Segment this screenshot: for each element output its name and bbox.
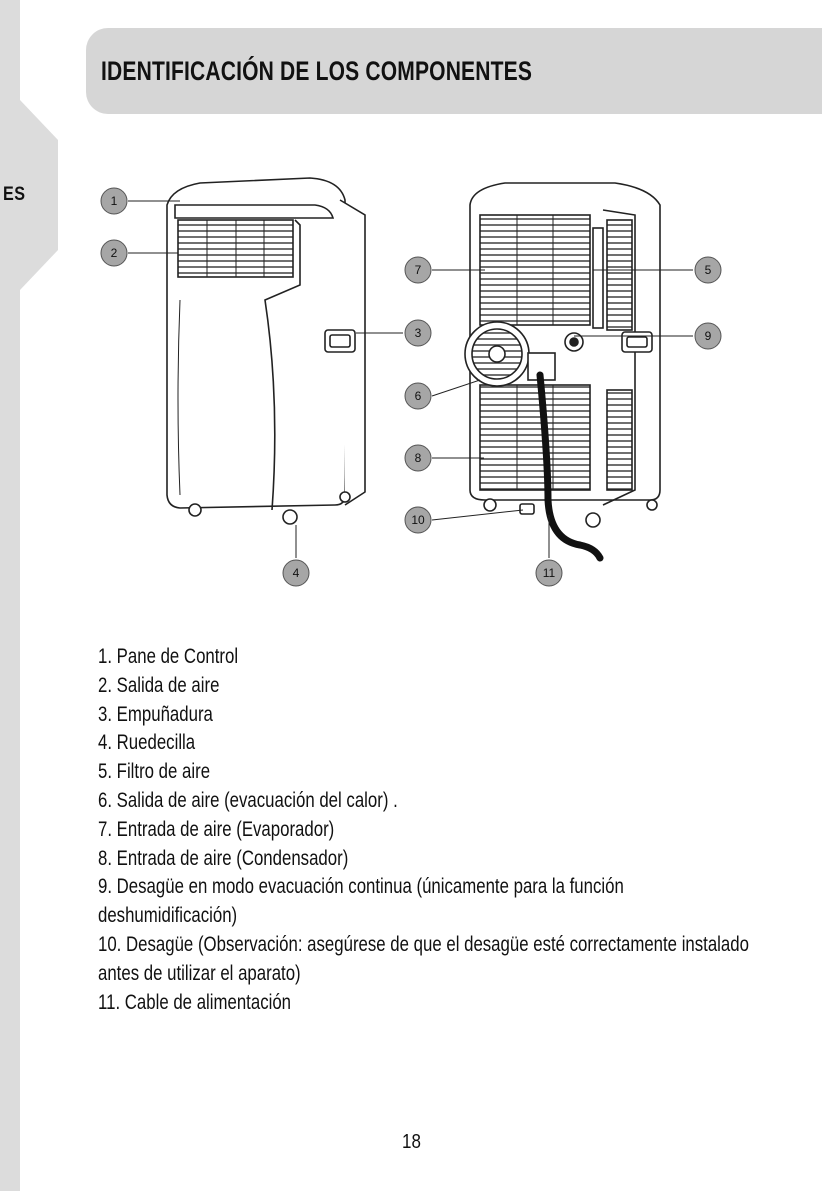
list-item: 3. Empuñadura (98, 702, 213, 726)
callout-10: 10 (404, 506, 432, 534)
list-item: 10. Desagüe (Observación: asegúrese de q… (98, 932, 749, 956)
list-item: 8. Entrada de aire (Condensador) (98, 846, 349, 870)
callout-9: 9 (694, 322, 722, 350)
svg-text:7: 7 (415, 263, 422, 277)
list-item: 2. Salida de aire (98, 673, 220, 697)
svg-text:1: 1 (111, 194, 118, 208)
side-strip (0, 0, 20, 1191)
callout-7: 7 (404, 256, 432, 284)
svg-text:5: 5 (705, 263, 712, 277)
svg-text:4: 4 (293, 566, 300, 580)
list-item: 11. Cable de alimentación (98, 990, 292, 1014)
svg-text:11: 11 (543, 566, 556, 580)
components-illustration: 1 2 3 4 5 6 7 8 9 10 11 (100, 177, 722, 587)
callout-markers: 1 2 3 4 5 6 7 8 9 10 11 (100, 187, 722, 587)
list-item: 7. Entrada de aire (Evaporador) (98, 817, 335, 841)
components-list: 1. Pane de Control 2. Salida de aire 3. … (98, 643, 798, 1017)
callout-4: 4 (282, 559, 310, 587)
callout-1: 1 (100, 187, 128, 215)
list-item: deshumidificación) (98, 904, 238, 928)
svg-text:6: 6 (415, 389, 422, 403)
language-tab (0, 100, 58, 290)
svg-text:2: 2 (111, 246, 118, 260)
list-item: antes de utilizar el aparato) (98, 961, 301, 985)
svg-text:9: 9 (705, 329, 712, 343)
callout-2: 2 (100, 239, 128, 267)
list-item: 4. Ruedecilla (98, 731, 196, 755)
language-label: ES (3, 184, 26, 205)
page-title: IDENTIFICACIÓN DE LOS COMPONENTES (101, 56, 533, 86)
callout-3: 3 (404, 319, 432, 347)
callout-11: 11 (535, 559, 563, 587)
callout-8: 8 (404, 444, 432, 472)
svg-text:8: 8 (415, 451, 422, 465)
list-item: 5. Filtro de aire (98, 760, 211, 784)
svg-text:10: 10 (411, 513, 425, 527)
callout-6: 6 (404, 382, 432, 410)
page-number: 18 (402, 1131, 421, 1153)
leader-lines (128, 200, 693, 558)
header-bar (86, 28, 822, 114)
list-item: 1. Pane de Control (98, 645, 239, 668)
callout-5: 5 (694, 256, 722, 284)
list-item: 6. Salida de aire (evacuación del calor)… (98, 788, 398, 812)
front-unit (166, 177, 366, 525)
svg-text:3: 3 (415, 326, 422, 340)
list-item: 9. Desagüe en modo evacuación continua (… (98, 875, 624, 899)
back-unit (464, 182, 661, 562)
